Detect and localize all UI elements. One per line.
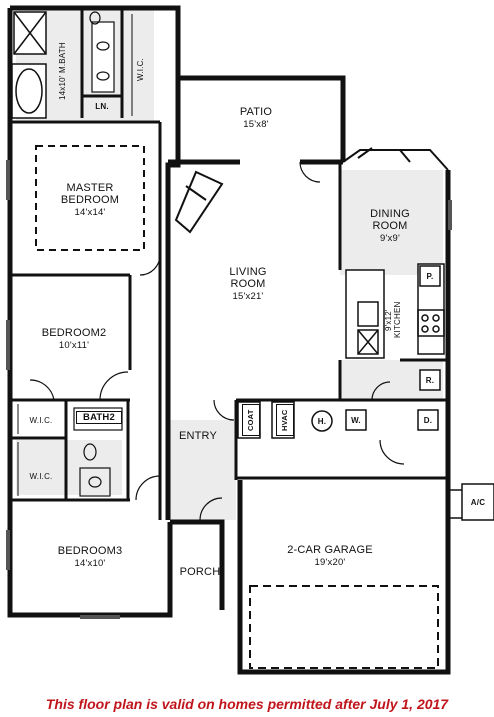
wic-1-label: W.I.C. xyxy=(29,416,53,425)
water-heater-icon xyxy=(311,410,333,432)
porch-label: PORCH xyxy=(179,566,221,578)
pantry-label: P. xyxy=(426,272,434,281)
wic-2-label: W.I.C. xyxy=(29,472,53,481)
bathtub-icon xyxy=(11,63,47,119)
hvac-closet xyxy=(271,401,295,439)
windows xyxy=(6,160,452,619)
bath2-label: BATH2 xyxy=(76,411,122,424)
water-heater-label: H. xyxy=(317,417,327,426)
kitchen-label: 9'x12' KITCHEN xyxy=(384,301,402,339)
ac-label: A/C xyxy=(470,498,486,507)
garage-door xyxy=(249,585,439,669)
refrigerator-box xyxy=(419,369,441,391)
dryer-label: D. xyxy=(423,416,433,425)
washer-label: W. xyxy=(351,416,361,425)
washer-icon xyxy=(345,409,367,431)
pantry-box xyxy=(419,265,441,287)
interior-walls xyxy=(10,10,448,520)
tray-ceiling xyxy=(35,145,145,251)
master-bedroom-label: MASTER BEDROOM 14'x14' xyxy=(60,182,120,218)
wic-top-label: W.I.C. xyxy=(136,58,145,82)
ln-label: LN. xyxy=(95,102,109,111)
disclaimer-text: This floor plan is valid on homes permit… xyxy=(45,696,449,712)
ac-unit xyxy=(448,483,494,521)
door-swings xyxy=(29,161,405,521)
vanity-sinks-icon xyxy=(89,11,115,93)
dining-room-label: DINING ROOM 9'x9' xyxy=(370,208,410,244)
floor-plan xyxy=(6,5,494,675)
closet-shelving xyxy=(17,14,133,496)
dryer-icon xyxy=(417,409,439,431)
shower-icon xyxy=(13,11,47,55)
fireplace-icon xyxy=(174,170,224,234)
refrigerator-label: R. xyxy=(425,376,435,385)
entry-label: ENTRY xyxy=(178,430,218,442)
living-room-label: LIVING ROOM 15'x21' xyxy=(229,266,267,302)
hvac-label: HVAC xyxy=(276,404,294,436)
coat-closet xyxy=(237,401,261,439)
coat-label: COAT xyxy=(242,404,260,436)
m-bath-label: 14x10' M.BATH xyxy=(58,42,67,100)
bay-window xyxy=(342,147,449,171)
kitchen-island xyxy=(345,269,385,359)
